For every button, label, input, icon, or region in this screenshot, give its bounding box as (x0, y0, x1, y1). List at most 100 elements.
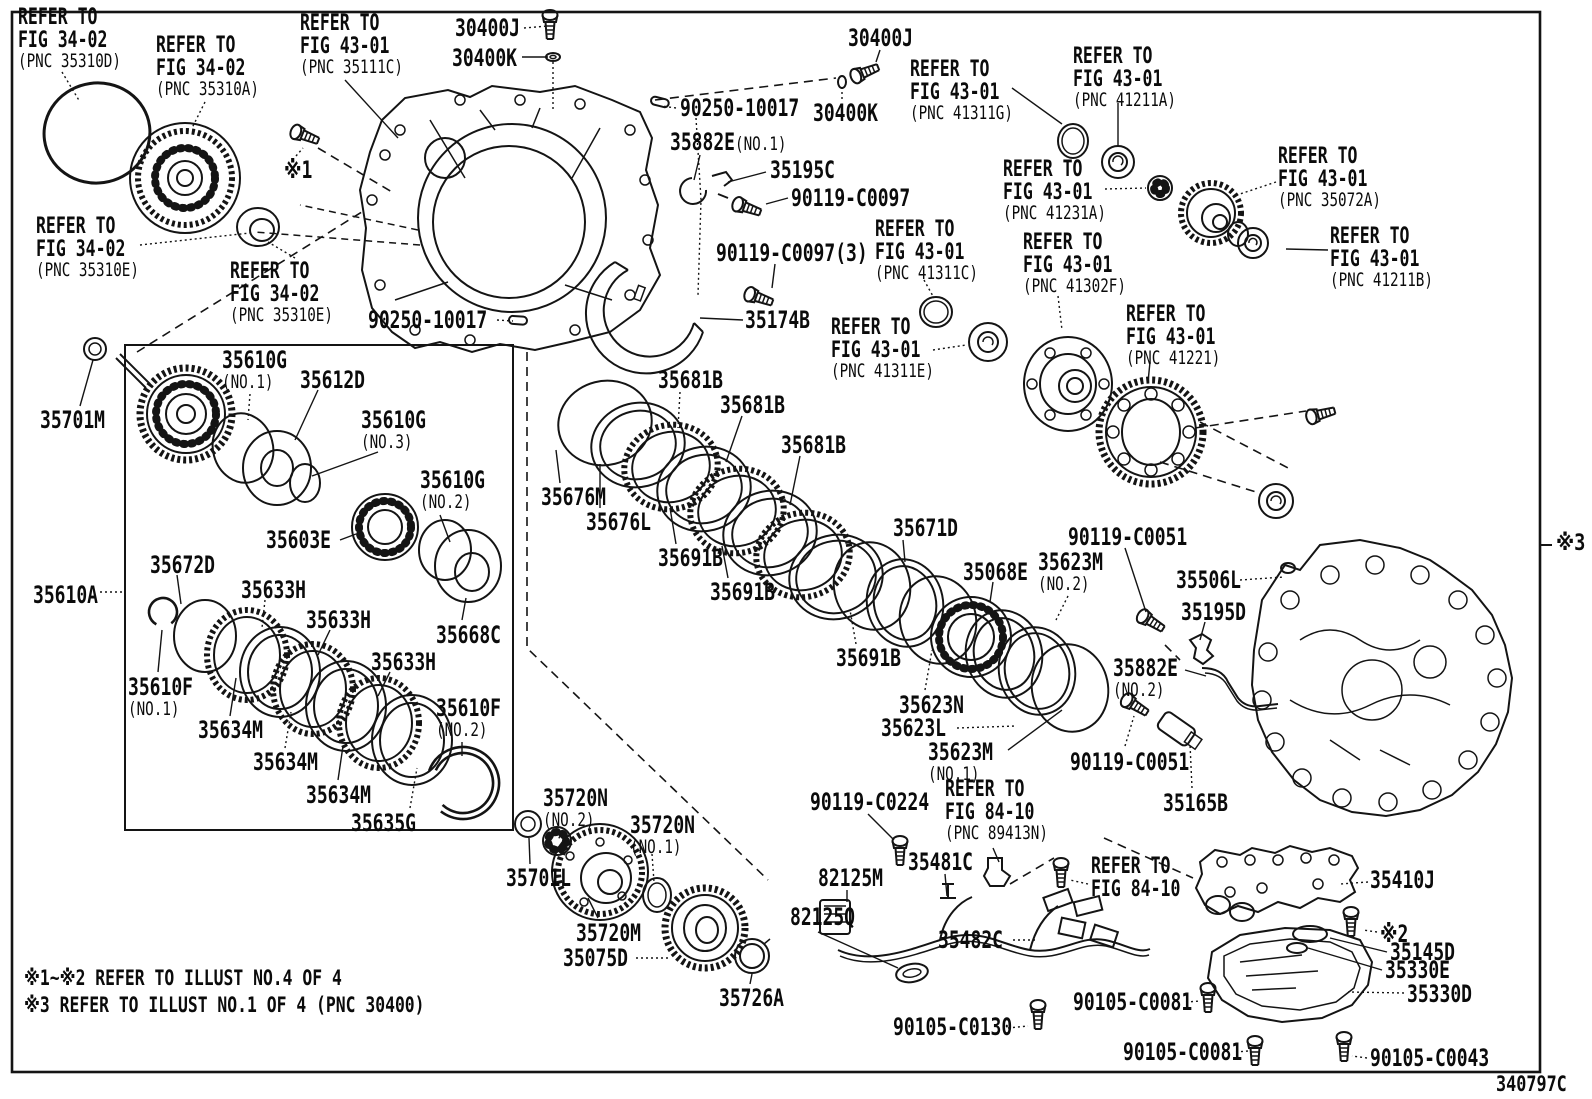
leader-line (1011, 87, 1063, 125)
leader-line (1124, 715, 1135, 747)
leader-line (61, 71, 81, 103)
leader-line (944, 873, 948, 897)
leader-lines (61, 25, 1405, 1059)
leader-line (867, 813, 895, 841)
leader-line (849, 609, 857, 645)
figure-code: 340797C (1496, 1072, 1567, 1096)
leader-line (1147, 361, 1151, 383)
part-label-35720n: 35720N(NO.2) (543, 784, 609, 832)
leader-line (932, 344, 967, 351)
leader-line (496, 319, 514, 322)
valve-body (1194, 844, 1360, 922)
leader-line (337, 745, 344, 781)
part-label-35671d: 35671D (893, 514, 959, 542)
leader-line (699, 317, 744, 321)
leader-line (902, 539, 906, 563)
leader-line (557, 831, 563, 841)
leader-line (528, 837, 531, 865)
part-label-35676l: 35676L (586, 508, 652, 536)
leader-line (555, 449, 561, 484)
leader-line (139, 232, 251, 246)
leader-line (176, 574, 182, 605)
leader-line (1285, 248, 1329, 251)
part-label-35701m: 35701M (40, 406, 106, 434)
leader-line (295, 147, 304, 157)
part-label-90105c0130: 90105-C0130 (893, 1013, 1013, 1041)
leader-line (587, 897, 599, 919)
leader-line (1057, 295, 1063, 331)
oil-pump-group (42, 81, 280, 361)
wire-harness (679, 170, 1151, 984)
leader-line (1189, 743, 1193, 789)
part-label-35145d: 35145D (1390, 938, 1456, 966)
leader-line (461, 597, 467, 621)
leader-line (267, 241, 296, 259)
part-label-30400k: 30400K (813, 99, 879, 127)
leader-line (1055, 595, 1069, 621)
crescent-plate (585, 261, 704, 375)
part-label-35681b: 35681B (658, 366, 724, 394)
frame-border (10, 10, 1552, 1074)
leader-line (311, 451, 379, 477)
leader-line (1351, 1055, 1368, 1059)
part-label-35623l: 35623L (881, 714, 947, 742)
part-label-35610g: 35610G(NO.3) (361, 406, 427, 454)
part-label-2: ※2 (1380, 920, 1409, 948)
leader-line (1329, 937, 1388, 953)
leader-line (1235, 1050, 1249, 1053)
part-label-35720n: 35720N(NO.1) (630, 811, 696, 859)
clutch-pack-box (115, 344, 514, 831)
leader-line (992, 847, 1000, 863)
leader-line (1184, 669, 1207, 677)
construction-lines (136, 62, 1307, 885)
part-label-35726a: 35726A (719, 984, 785, 1012)
part-label-90119c00973: 90119-C0097(3) (716, 239, 868, 267)
leader-line (1347, 991, 1405, 994)
part-label-35610f: 35610F(NO.2) (436, 694, 502, 742)
part-label-90119c0051: 90119-C0051 (1070, 748, 1190, 776)
part-label-35610g: 35610G(NO.1) (222, 346, 288, 394)
part-label-90119c0097: 90119-C0097 (791, 184, 911, 212)
footnote-1: ※1~※2 REFER TO ILLUST NO.4 OF 4 (24, 966, 342, 990)
part-label-30400k: 30400K (452, 44, 518, 72)
oil-pan (1206, 925, 1374, 1024)
part-label-35882eno1: 35882E(NO.1) (670, 128, 787, 156)
leader-line (523, 25, 549, 29)
part-label-35075d: 35075D (563, 944, 629, 972)
part-label-35603e: 35603E (266, 526, 332, 554)
part-label-35633h: 35633H (241, 576, 307, 604)
part-label-35882e: 35882E(NO.2) (1113, 654, 1179, 702)
leader-line (377, 671, 391, 697)
part-label-35482c: 35482C (938, 926, 1004, 954)
leader-line (817, 931, 899, 969)
leader-line (989, 581, 994, 603)
part-label-35634m: 35634M (306, 781, 372, 809)
part-label-35610f: 35610F(NO.1) (128, 673, 194, 721)
counter-gear-group (514, 810, 771, 974)
part-label-35634m: 35634M (198, 716, 264, 744)
part-label-35195d: 35195D (1181, 598, 1247, 626)
leader-line (1104, 187, 1147, 190)
leader-line (1239, 576, 1285, 581)
part-label-35330d: 35330D (1407, 980, 1473, 1008)
part-label-35668c: 35668C (436, 621, 502, 649)
leader-line (344, 79, 399, 139)
part-label-35633h: 35633H (371, 648, 437, 676)
leader-line (247, 393, 251, 421)
leader-line (1007, 709, 1063, 751)
part-label-35701l: 35701L (506, 864, 572, 892)
brake-plate-series (557, 379, 884, 621)
leader-line (439, 514, 451, 543)
part-label-90119c0224: 90119-C0224 (810, 788, 930, 816)
leader-line (956, 725, 1017, 729)
leader-line (229, 677, 237, 717)
